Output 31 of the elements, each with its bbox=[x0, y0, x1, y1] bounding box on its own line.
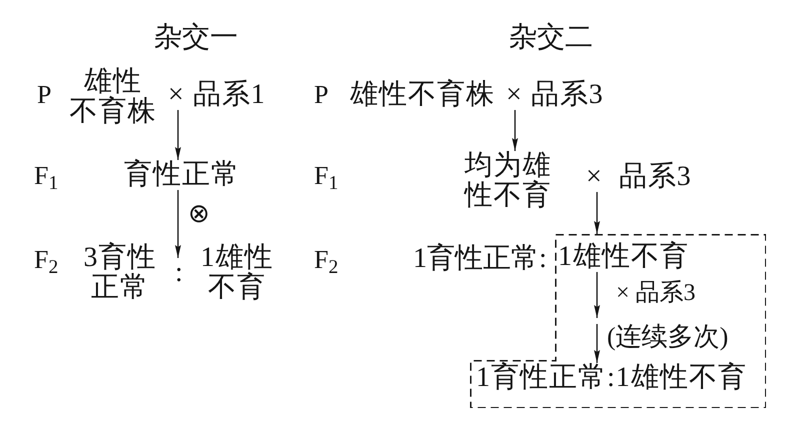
edge-label: (连续多次) bbox=[607, 322, 728, 352]
generation-label: F$_{1}$ bbox=[34, 161, 58, 191]
cross-label: × 品系3 bbox=[506, 80, 604, 110]
offspring-label: 均为雄性不育 bbox=[460, 151, 556, 211]
arrow bbox=[594, 272, 600, 318]
ratio-label: 3育性正常 bbox=[76, 243, 164, 303]
ratio-label: 1育性正常:1雄性不育 bbox=[476, 363, 747, 393]
strain-label: 品系3 bbox=[618, 162, 692, 192]
generation-label: F$_{2}$ bbox=[314, 245, 338, 275]
generation-label: F$_{2}$ bbox=[34, 245, 58, 275]
cross-title: 杂交一 bbox=[154, 22, 238, 54]
generation-label: P bbox=[314, 80, 328, 110]
arrow bbox=[512, 110, 518, 151]
edge-label: × 品系3 bbox=[616, 279, 696, 307]
ratio-label: 1雄性不育 bbox=[194, 243, 280, 303]
generation-label: F$_{1}$ bbox=[314, 161, 338, 191]
arrow bbox=[175, 190, 181, 258]
cross-title: 杂交二 bbox=[509, 22, 593, 54]
ratio-colon: : bbox=[175, 258, 184, 288]
ratio-label: 1育性正常: bbox=[413, 244, 547, 274]
offspring-label: 1雄性不育 bbox=[558, 242, 689, 272]
offspring-label: 育性正常 bbox=[124, 160, 240, 190]
arrow bbox=[175, 110, 181, 160]
arrow bbox=[594, 324, 600, 363]
parent-label: 雄性不育株 bbox=[350, 80, 495, 110]
cross-sign: × bbox=[586, 162, 603, 192]
selfing-symbol: ⊗ bbox=[188, 200, 210, 228]
cross-label: × 品系1 bbox=[168, 80, 266, 110]
parent-label: 雄性不育株 bbox=[66, 67, 160, 127]
generation-label: P bbox=[37, 80, 52, 110]
arrow bbox=[594, 192, 600, 234]
